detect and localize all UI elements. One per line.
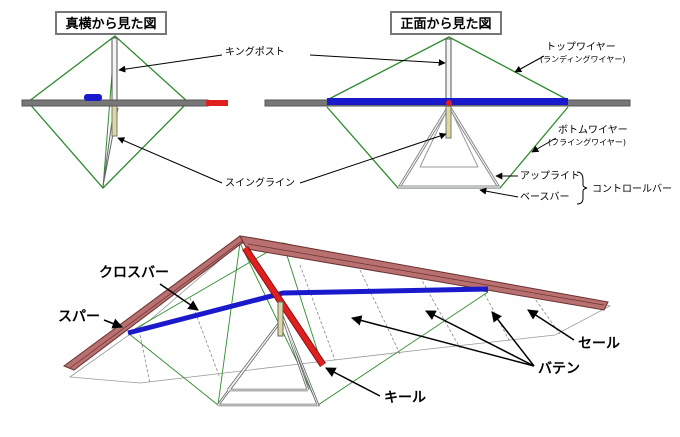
- side-view: 真横から見た図: [21, 11, 228, 189]
- bottom-wire-label: ボトムワイヤー: [558, 124, 628, 136]
- crossbar: [127, 286, 489, 336]
- side-view-title: 真横から見た図: [65, 16, 156, 32]
- perspective-kingpost: [277, 301, 284, 337]
- spar-label: スパー: [58, 309, 100, 325]
- crossbar-label: クロスバー: [99, 265, 169, 281]
- spar-right: [239, 235, 609, 311]
- side-view-title-box: [55, 11, 167, 35]
- front-view-title: 正面から見た図: [400, 17, 491, 32]
- bottom-labels: クロスバー スパー セール バテン キール: [58, 265, 620, 406]
- upright-label: アップライト: [520, 170, 580, 182]
- swing-line-label: スイングライン: [225, 176, 295, 189]
- sail-label: セール: [578, 336, 620, 352]
- side-crossbar-end: [84, 94, 102, 101]
- control-bar-label: コントロールバー: [592, 183, 672, 195]
- side-swing-line-part: [111, 105, 118, 137]
- top-wire-sub-label: (ランディングワイヤー): [540, 54, 625, 64]
- side-wires: [27, 35, 189, 189]
- front-kingpost: [445, 38, 452, 101]
- sail-underside: [68, 242, 612, 384]
- control-bar-brace: [576, 171, 588, 205]
- side-kingpost: [111, 37, 118, 102]
- side-keel: [21, 99, 209, 107]
- front-view-title-box: [390, 11, 502, 35]
- front-view: 正面から見た図: [264, 11, 631, 189]
- front-swing-line-part: [445, 105, 452, 139]
- batten-label: バテン: [538, 361, 580, 377]
- base-bar-label: ベースバー: [520, 191, 570, 203]
- perspective-view: [62, 235, 612, 407]
- front-keel-point: [446, 100, 452, 106]
- front-top-wires: [326, 36, 569, 101]
- side-keel-red: [206, 100, 228, 106]
- keel: [242, 246, 326, 367]
- top-labels: キングポスト トップワイヤー (ランディングワイヤー) ボトムワイヤー (フライ…: [117, 41, 672, 205]
- kingpost-label: キングポスト: [225, 45, 285, 58]
- bottom-wire-sub-label: (フライングワイヤー): [548, 137, 626, 147]
- top-wire-label: トップワイヤー: [546, 41, 616, 53]
- keel-label: キール: [384, 390, 426, 406]
